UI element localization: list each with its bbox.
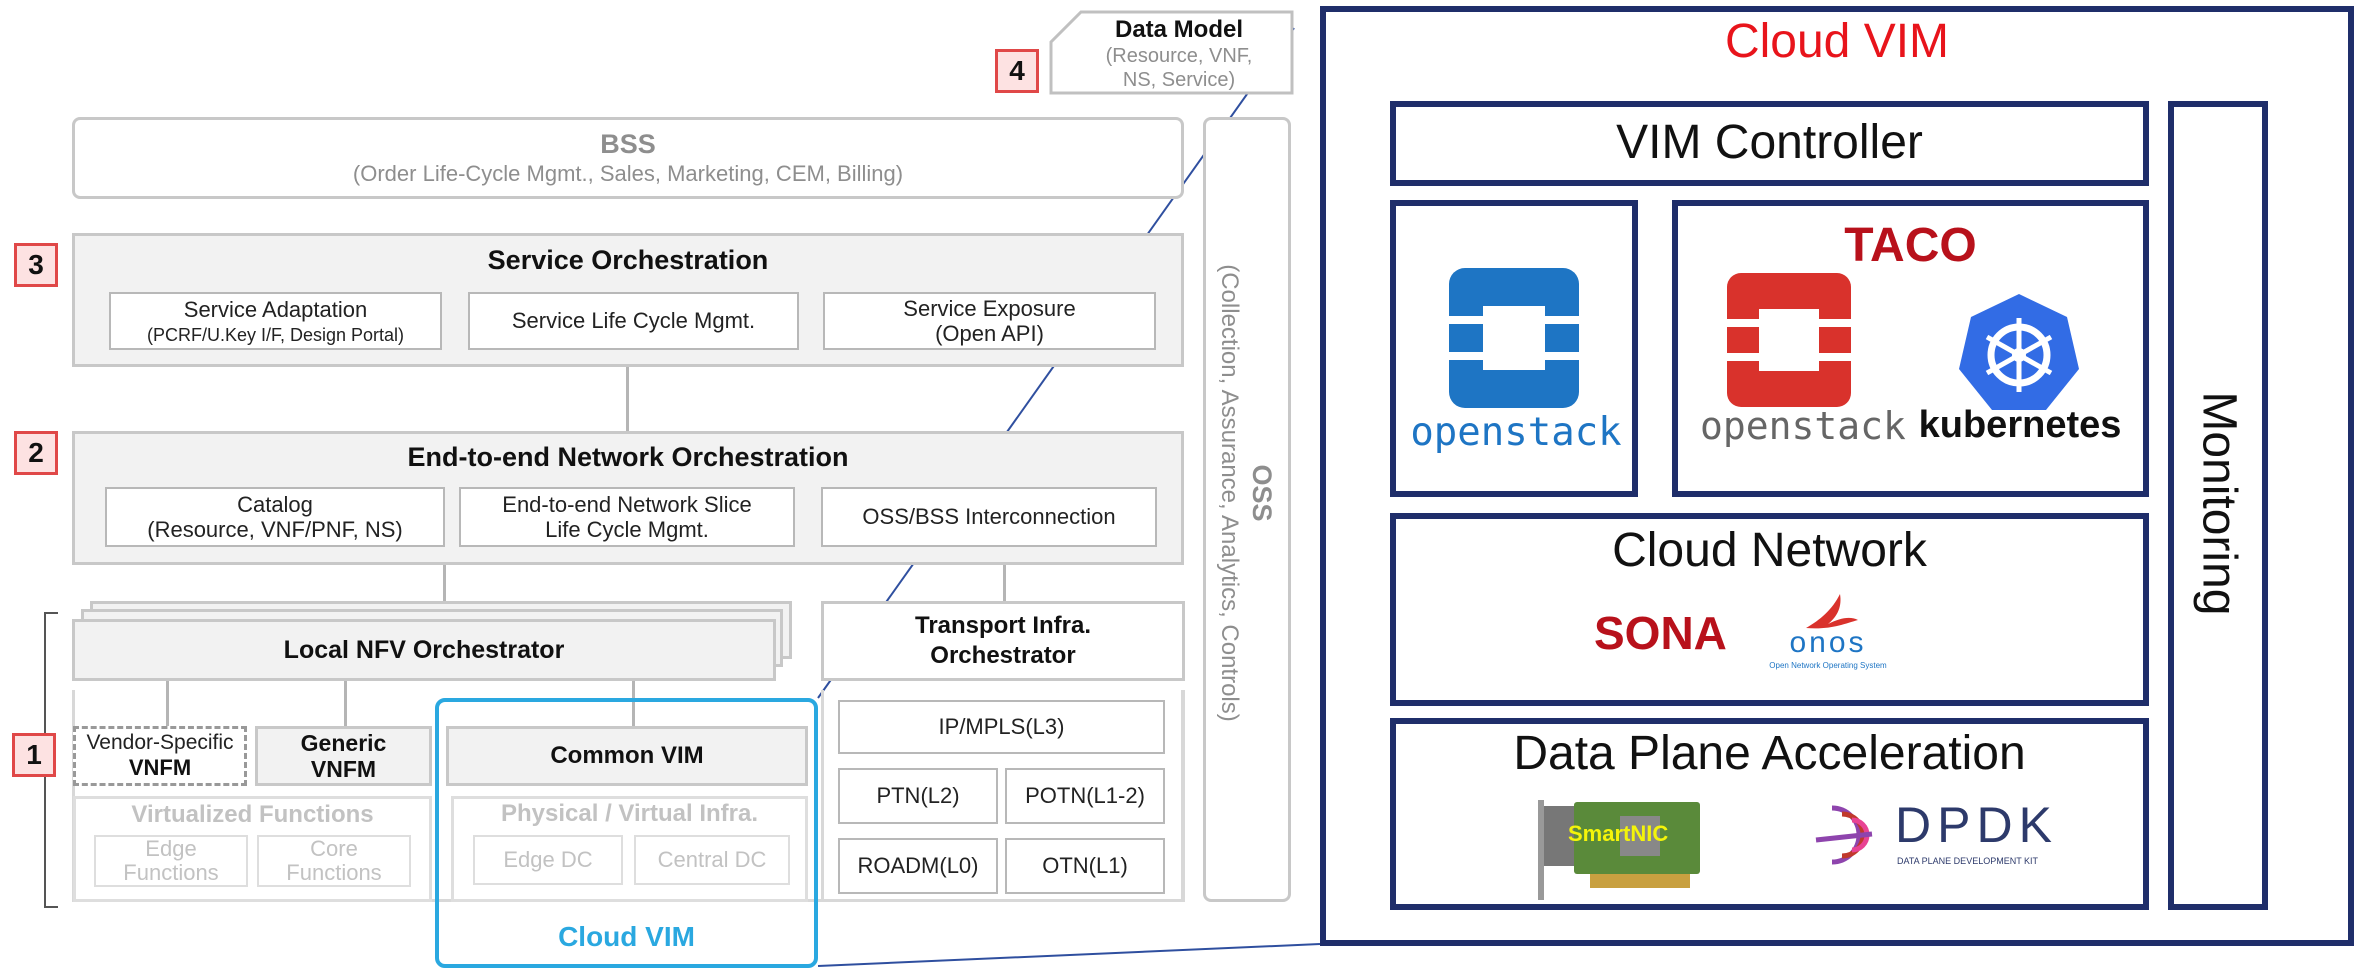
dpdk-wordmark: DPDK xyxy=(1895,797,2058,853)
smartnic-card-icon xyxy=(1538,800,1700,900)
ptn-label: PTN(L2) xyxy=(876,783,960,809)
otn-label: OTN(L1) xyxy=(1042,853,1128,879)
local-nfv-orchestrator-box: Local NFV Orchestrator xyxy=(72,619,776,681)
connector-generic-vnfm xyxy=(344,681,347,726)
service-adaptation-sub: (PCRF/U.Key I/F, Design Portal) xyxy=(146,324,405,345)
vendor-vnfm-line1: Vendor-Specific xyxy=(86,731,234,755)
onos-sub-label: Open Network Operating System xyxy=(1769,661,1887,670)
taco-openstack-label: openstack xyxy=(1700,404,1906,448)
bss-title: BSS xyxy=(600,129,656,160)
e2e-slice-label: End-to-end Network Slice Life Cycle Mgmt… xyxy=(502,491,752,542)
vendor-vnfm-line2: VNFM xyxy=(128,755,192,781)
monitoring-label: Monitoring xyxy=(2192,391,2246,616)
edge-dc-box: Edge DC xyxy=(473,835,623,885)
badge-2: 2 xyxy=(14,431,58,475)
service-exposure-label: Service Exposure (Open API) xyxy=(903,295,1076,346)
otn-cell: OTN(L1) xyxy=(1005,838,1165,894)
smartnic-label: SmartNIC xyxy=(1568,821,1669,846)
potn-label: POTN(L1-2) xyxy=(1025,783,1145,809)
taco-title: TACO xyxy=(1844,219,1977,272)
ip-mpls-cell: IP/MPLS(L3) xyxy=(838,700,1165,754)
service-orchestration-title: Service Orchestration xyxy=(487,245,769,275)
potn-cell: POTN(L1-2) xyxy=(1005,768,1165,824)
badge-3: 3 xyxy=(14,243,58,287)
bss-box: BSS (Order Life-Cycle Mgmt., Sales, Mark… xyxy=(72,117,1184,199)
data-model-tab-shape xyxy=(1049,10,1294,95)
onos-label: onos xyxy=(1789,626,1867,659)
service-adaptation-main: Service Adaptation xyxy=(183,297,368,322)
openstack-logo-icon xyxy=(1449,268,1579,408)
sona-label: SONA xyxy=(1594,607,1727,659)
connector-e2e-local xyxy=(443,565,446,601)
transport-title: Transport Infra. Orchestrator xyxy=(914,612,1092,669)
data-model-box: Data Model (Resource, VNF, NS, Service) xyxy=(1069,14,1289,94)
cloud-network-title: Cloud Network xyxy=(1612,524,1927,577)
cloud-vim-label: Cloud VIM xyxy=(558,921,695,952)
vim-controller-label: VIM Controller xyxy=(1616,116,1923,170)
infra-title: Physical / Virtual Infra. xyxy=(501,800,758,827)
oss-bss-interconnection-label: OSS/BSS Interconnection xyxy=(862,504,1116,530)
oss-sub: (Collection, Assurance, Analytics, Contr… xyxy=(1216,264,1243,722)
connector-so-e2e xyxy=(626,367,629,431)
common-vim-title: Common VIM xyxy=(550,741,704,769)
core-functions-box: Core Functions xyxy=(257,835,411,887)
central-dc-label: Central DC xyxy=(657,847,767,873)
virtualized-functions-box xyxy=(73,796,432,902)
badge-1: 1 xyxy=(12,733,56,777)
generic-vnfm-box: Generic VNFM xyxy=(255,726,432,786)
connector-e2e-transport xyxy=(1003,565,1006,601)
catalog-box: Catalog (Resource, VNF/PNF, NS) xyxy=(105,487,445,547)
local-nfv-title: Local NFV Orchestrator xyxy=(283,636,565,664)
cloud-network-box xyxy=(1390,513,2149,706)
ptn-cell: PTN(L2) xyxy=(838,768,998,824)
kubernetes-label: kubernetes xyxy=(1918,404,2122,446)
common-vim-box: Common VIM xyxy=(446,726,808,786)
central-dc-box: Central DC xyxy=(634,835,790,885)
dpa-box xyxy=(1390,718,2149,910)
oss-bss-interconnection-box: OSS/BSS Interconnection xyxy=(821,487,1157,547)
service-lifecycle-label: Service Life Cycle Mgmt. xyxy=(511,308,756,334)
vim-controller-box: VIM Controller xyxy=(1390,101,2149,186)
connector-vendor-vnfm xyxy=(166,681,169,726)
taco-openstack-logo-icon xyxy=(1727,273,1851,407)
badge-4: 4 xyxy=(995,49,1039,93)
virtualized-functions-title: Virtualized Functions xyxy=(131,801,374,828)
catalog-label: Catalog (Resource, VNF/PNF, NS) xyxy=(147,491,403,542)
e2e-orchestration-title: End-to-end Network Orchestration xyxy=(407,442,849,472)
dpa-title: Data Plane Acceleration xyxy=(1513,727,2026,780)
service-exposure-box: Service Exposure (Open API) xyxy=(823,292,1156,350)
connector-common-vim xyxy=(632,681,635,726)
service-adaptation-box: Service Adaptation (PCRF/U.Key I/F, Desi… xyxy=(109,292,442,350)
generic-vnfm-label: Generic VNFM xyxy=(300,729,387,782)
data-model-title: Data Model xyxy=(1114,15,1243,43)
edge-functions-box: Edge Functions xyxy=(94,835,248,887)
service-lifecycle-box: Service Life Cycle Mgmt. xyxy=(468,292,799,350)
onos-bird-icon xyxy=(1806,594,1858,629)
vendor-vnfm-box: Vendor-Specific VNFM xyxy=(73,726,247,786)
cloud-vim-title: Cloud VIM xyxy=(1724,15,1950,68)
oss-title: OSS xyxy=(1247,464,1277,522)
oss-box xyxy=(1203,117,1291,902)
edge-functions-label: Edge Functions xyxy=(123,835,219,885)
ip-mpls-label: IP/MPLS(L3) xyxy=(938,714,1065,740)
kubernetes-logo-icon xyxy=(1959,294,2079,410)
cloud-vim-highlight xyxy=(435,698,818,968)
transport-orchestrator-box: Transport Infra. Orchestrator xyxy=(821,601,1185,681)
dpdk-sub-label: DATA PLANE DEVELOPMENT KIT xyxy=(1897,856,2039,866)
core-functions-label: Core Functions xyxy=(286,835,382,885)
transport-cells-box xyxy=(821,690,1185,902)
bss-sub: (Order Life-Cycle Mgmt., Sales, Marketin… xyxy=(352,161,904,187)
roadm-cell: ROADM(L0) xyxy=(838,838,998,894)
dpdk-logo-icon xyxy=(1815,805,1873,865)
roadm-label: ROADM(L0) xyxy=(857,853,979,879)
openstack-label: openstack xyxy=(1410,410,1622,455)
data-model-sub: (Resource, VNF, NS, Service) xyxy=(1105,45,1253,92)
monitoring-box xyxy=(2168,101,2268,910)
edge-dc-label: Edge DC xyxy=(503,847,593,873)
e2e-slice-box: End-to-end Network Slice Life Cycle Mgmt… xyxy=(459,487,795,547)
